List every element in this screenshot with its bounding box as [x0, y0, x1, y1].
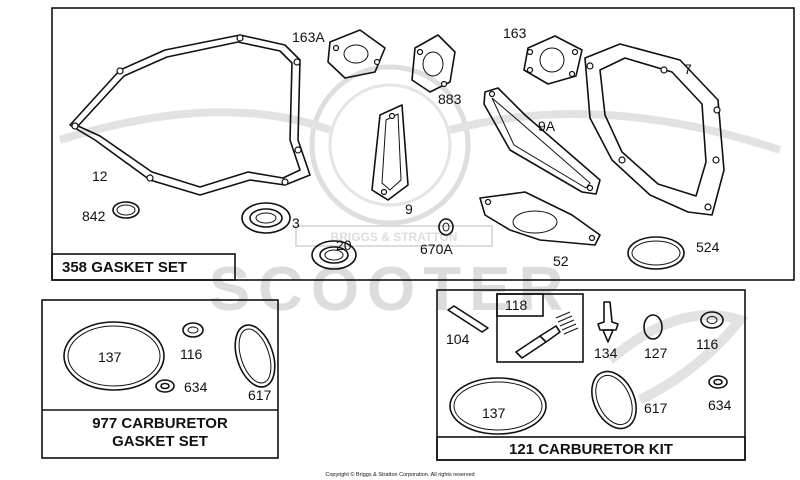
- gasket-set-title-box: [51, 253, 236, 281]
- watermark-ring-text: BRIGGS & STRATTON: [331, 230, 458, 244]
- gasket-set-title: 358 GASKET SET: [62, 259, 187, 276]
- carb-gasket-label-137: 137: [98, 349, 122, 365]
- part-label-9: 9: [405, 201, 413, 217]
- part-label-670a: 670A: [420, 241, 453, 257]
- carb-gasket-set-panel: 977 CARBURETOR GASKET SET 137 116 634 61…: [41, 299, 279, 459]
- part-617-kit-ring: [591, 370, 637, 430]
- part-634-kit-washer: [708, 375, 728, 389]
- carb-kit-label-116: 116: [696, 336, 719, 352]
- part-670a-washer: [438, 218, 454, 236]
- carb-kit-title: 121 CARBURETOR KIT: [509, 441, 673, 458]
- part-label-7: 7: [684, 61, 692, 77]
- carb-kit-title-box: [436, 436, 746, 461]
- part-617-ring: [234, 324, 276, 388]
- carb-gasket-label-617: 617: [248, 387, 272, 403]
- part-104-pin: [447, 305, 489, 333]
- carb-gasket-label-116: 116: [180, 346, 203, 362]
- part-118-needle-assembly: [515, 311, 579, 359]
- part-label-3: 3: [292, 215, 300, 231]
- part-134-needle: [597, 301, 619, 343]
- part-116-kit-washer: [700, 311, 724, 329]
- part-12-crankcase-gasket: [69, 34, 311, 196]
- carb-kit-label-118: 118: [505, 297, 528, 313]
- part-52-gasket: [479, 191, 601, 246]
- part-label-842: 842: [82, 208, 106, 224]
- carb-gasket-set-title-line2: GASKET SET: [112, 433, 208, 450]
- carb-kit-label-617: 617: [644, 400, 668, 416]
- part-label-163: 163: [503, 25, 527, 41]
- part-883-gasket: [411, 34, 456, 93]
- carb-kit-label-137: 137: [482, 405, 506, 421]
- part-116-washer: [182, 322, 204, 338]
- part-label-20: 20: [336, 237, 352, 253]
- carb-kit-panel: 121 CARBURETOR KIT 118 104 134 127 116 6…: [436, 289, 746, 461]
- part-137-kit-ring: [449, 377, 547, 435]
- carb-kit-label-634: 634: [708, 397, 732, 413]
- copyright-text: Copyright © Briggs & Stratton Corporatio…: [325, 471, 474, 478]
- part-137-ring: [63, 321, 165, 391]
- part-label-163a: 163A: [292, 29, 325, 45]
- carb-kit-label-104: 104: [446, 331, 470, 347]
- part-label-52: 52: [553, 253, 569, 269]
- part-7-head-gasket: [584, 43, 725, 216]
- watermark: BRIGGS & STRATTON SCOOTER: [58, 64, 782, 405]
- part-20-seal: [311, 240, 357, 270]
- part-label-12: 12: [92, 168, 108, 184]
- gasket-set-panel: 358 GASKET SET 12 842 3 20: [51, 7, 795, 281]
- part-163-gasket: [523, 35, 583, 85]
- part-118-label-box: [496, 293, 544, 317]
- carb-gasket-set-frame: [41, 299, 279, 459]
- part-842-ring: [112, 201, 140, 219]
- part-163a-gasket: [327, 29, 386, 79]
- carb-kit-label-127: 127: [644, 345, 668, 361]
- part-3-seal: [241, 202, 291, 234]
- part-label-524: 524: [696, 239, 720, 255]
- part-634-washer: [155, 379, 175, 393]
- gasket-set-frame: [51, 7, 795, 281]
- part-label-9a: 9A: [538, 118, 556, 134]
- carb-gasket-label-634: 634: [184, 379, 208, 395]
- part-9-gasket: [371, 104, 409, 201]
- part-127-plug: [643, 314, 663, 340]
- carb-kit-label-134: 134: [594, 345, 618, 361]
- part-label-883: 883: [438, 91, 462, 107]
- part-524-ring: [627, 236, 685, 270]
- carb-gasket-set-title-line1: 977 CARBURETOR: [92, 415, 228, 432]
- part-9a-gasket: [483, 87, 601, 195]
